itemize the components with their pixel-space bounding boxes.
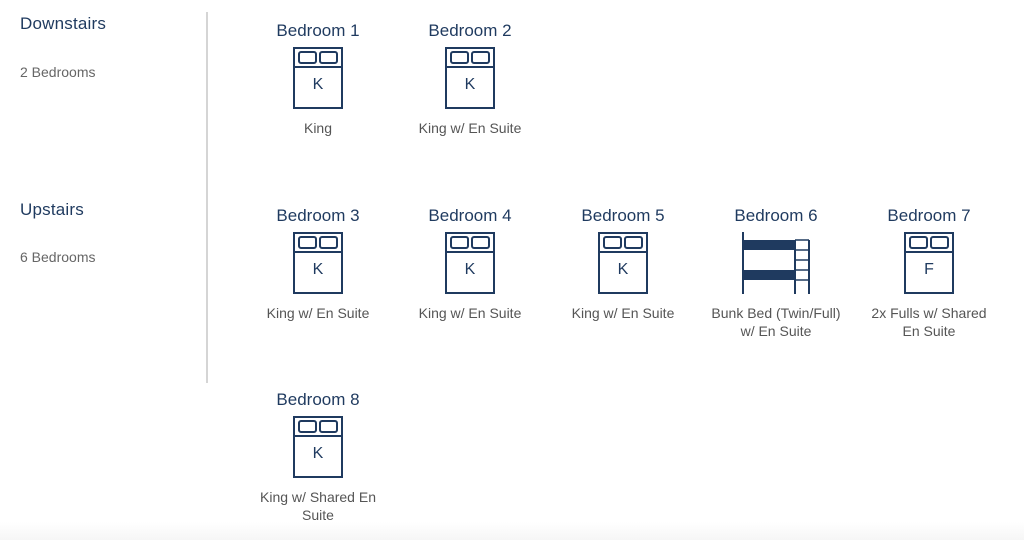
bunk-bed-icon (742, 232, 810, 294)
room-card-bedroom-5: Bedroom 5 K King w/ En Suite (548, 205, 698, 322)
floor-divider (206, 12, 208, 383)
room-title: Bedroom 6 (734, 206, 818, 225)
king-bed-icon: K (293, 47, 343, 109)
bed-size-letter: K (465, 261, 476, 278)
room-title: Bedroom 2 (428, 21, 512, 40)
room-card-bedroom-1: Bedroom 1 K King (243, 20, 393, 137)
room-card-bedroom-3: Bedroom 3 K King w/ En Suite (243, 205, 393, 322)
room-card-bedroom-6: Bedroom 6 Bunk Bed (Twin/Full) w/ En Sui… (701, 205, 851, 340)
king-bed-icon: K (293, 416, 343, 478)
room-title: Bedroom 3 (276, 206, 360, 225)
bed-size-letter: K (618, 261, 629, 278)
room-card-bedroom-7: Bedroom 7 F 2x Fulls w/ Shared En Suite (854, 205, 1004, 340)
room-description: King w/ En Suite (418, 305, 522, 321)
room-description: Bunk Bed (Twin/Full) w/ En Suite (711, 305, 841, 339)
floor-heading-downstairs: Downstairs (20, 14, 107, 33)
room-description: King w/ En Suite (571, 305, 675, 321)
floor-heading-upstairs: Upstairs (20, 200, 84, 219)
king-bed-icon: K (598, 232, 648, 294)
room-title: Bedroom 7 (887, 206, 971, 225)
full-bed-icon: F (904, 232, 954, 294)
king-bed-icon: K (293, 232, 343, 294)
room-description: King w/ Shared En Suite (260, 489, 376, 523)
room-description: King w/ En Suite (418, 120, 522, 136)
bed-size-letter: K (313, 76, 324, 93)
room-description: King (303, 120, 333, 136)
room-card-bedroom-2: Bedroom 2 K King w/ En Suite (395, 20, 545, 137)
room-card-bedroom-4: Bedroom 4 K King w/ En Suite (395, 205, 545, 322)
floor-count-downstairs: 2 Bedrooms (20, 64, 96, 80)
bottom-fade (0, 522, 1024, 540)
room-description: 2x Fulls w/ Shared En Suite (871, 305, 987, 339)
bed-size-letter: F (924, 261, 934, 278)
room-title: Bedroom 5 (581, 206, 665, 225)
bed-size-letter: K (465, 76, 476, 93)
floor-count-upstairs: 6 Bedrooms (20, 249, 96, 265)
bed-size-letter: K (313, 445, 324, 462)
bed-size-letter: K (313, 261, 324, 278)
king-bed-icon: K (445, 232, 495, 294)
king-bed-icon: K (445, 47, 495, 109)
room-title: Bedroom 1 (276, 21, 360, 40)
room-card-bedroom-8: Bedroom 8 K King w/ Shared En Suite (243, 389, 393, 524)
room-title: Bedroom 8 (276, 390, 360, 409)
room-description: King w/ En Suite (266, 305, 370, 321)
room-title: Bedroom 4 (428, 206, 512, 225)
